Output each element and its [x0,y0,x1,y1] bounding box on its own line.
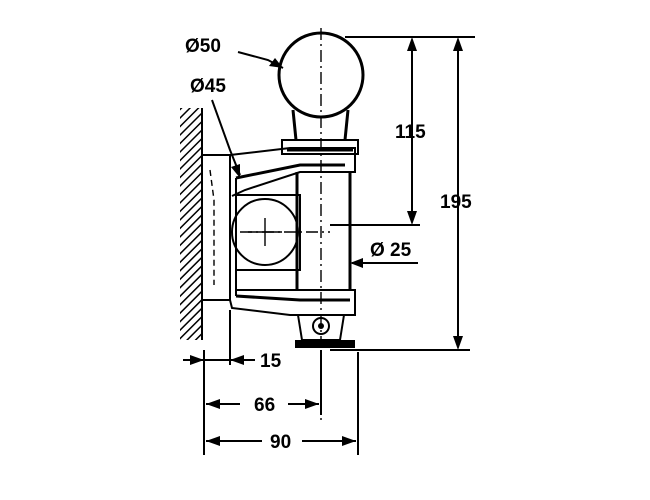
vertical-dimensions [330,36,475,351]
dim-66: 66 [254,395,275,416]
dim-195: 195 [440,192,472,213]
dim-collar-diameter: Ø45 [190,76,226,97]
horizontal-dimensions [183,310,359,455]
dim-shank-diameter: Ø 25 [370,240,412,261]
ball-diameter-leader [237,51,284,69]
dim-115: 115 [395,122,426,143]
shank-diameter-leader [350,258,418,268]
mounting-bracket [201,147,356,316]
bottom-nut [295,314,355,348]
shank [281,139,359,290]
collar-diameter-leader [211,99,241,178]
dim-15: 15 [260,351,282,372]
dim-ball-diameter: Ø50 [185,36,221,57]
mounting-wall [180,108,203,340]
center-lines [240,28,330,420]
dim-90: 90 [270,432,291,453]
